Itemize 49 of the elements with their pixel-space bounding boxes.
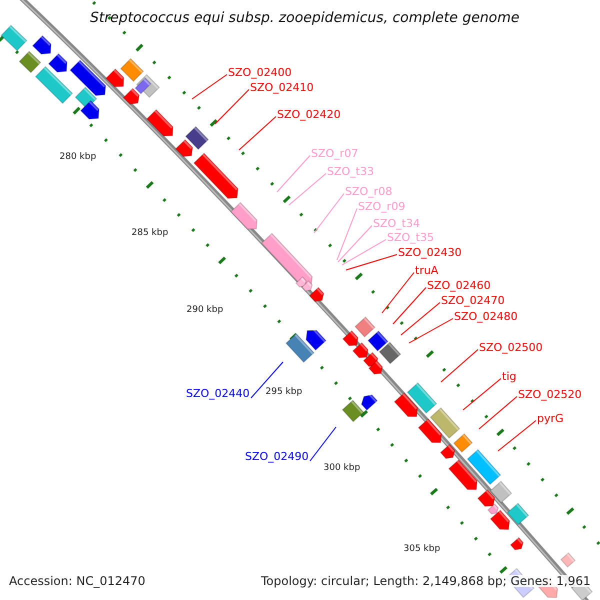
leader-line — [314, 193, 344, 234]
scale-label: 285 kbp — [132, 228, 168, 238]
gene-label: SZO_02440 — [186, 388, 250, 399]
leader-line — [382, 272, 414, 314]
leader-line — [392, 287, 426, 324]
gene-label: SZO_02520 — [518, 389, 582, 400]
scale-label: 290 kbp — [186, 306, 224, 314]
gene-label: SZO_r07 — [311, 148, 358, 159]
genome-summary-text: Topology: circular; Length: 2,149,868 bp; Genes: 1,961 — [261, 575, 591, 587]
gene-label: SZO_02400 — [228, 67, 292, 78]
title: Streptococcus equi subsp. zooepidemicus, complete genome — [90, 11, 520, 25]
gene-label: SZO_t34 — [373, 218, 420, 229]
leader-line — [478, 396, 518, 430]
gene-label: SZO_t35 — [387, 232, 434, 243]
gene-label: truA — [415, 265, 438, 276]
leader-line — [310, 426, 336, 462]
accession-text: Accession: NC_012470 — [9, 575, 146, 587]
gene-label: SZO_02430 — [398, 247, 462, 258]
gene-label: SZO_t33 — [327, 166, 374, 177]
gene-label: pyrG — [537, 413, 564, 424]
gene-label: SZO_02490 — [245, 451, 309, 462]
leader-line — [336, 208, 358, 260]
leader-line — [400, 302, 440, 336]
scale-label: 295 kbp — [266, 388, 302, 396]
gene-label: tig — [502, 371, 516, 382]
scale-label: 300 kbp — [324, 464, 360, 472]
leader-line — [214, 89, 250, 124]
gene-label: SZO_02480 — [454, 311, 518, 322]
leader-line — [250, 362, 284, 398]
leader-line — [440, 349, 478, 382]
scale-label: 280 kbp — [60, 152, 96, 162]
leader-line — [288, 173, 326, 206]
gene-label: SZO_02410 — [250, 82, 314, 93]
scale-label: 305 kbp — [404, 544, 440, 554]
gene-label: SZO_r09 — [358, 201, 406, 212]
gene-label: SZO_02460 — [427, 280, 491, 291]
leader-line — [408, 318, 454, 344]
gene-label: SZO_02420 — [277, 109, 341, 120]
leader-line — [338, 225, 372, 262]
leader-line — [342, 239, 386, 266]
leader-line — [346, 254, 398, 270]
gene-label: SZO_02470 — [441, 295, 505, 306]
gene-label: SZO_r08 — [345, 186, 392, 197]
leader-line — [276, 155, 310, 192]
leader-line — [238, 116, 276, 150]
leader-line — [192, 74, 228, 100]
gene-label: SZO_02500 — [479, 342, 543, 353]
leader-line — [462, 378, 502, 410]
leader-line — [498, 420, 536, 452]
